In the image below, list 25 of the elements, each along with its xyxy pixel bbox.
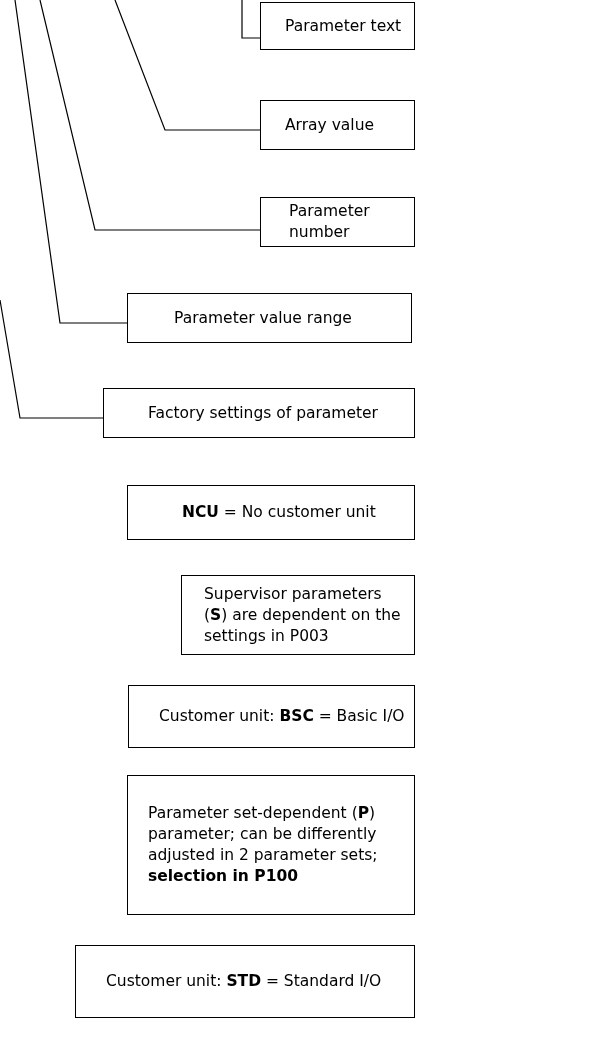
box-text: Parameter set-dependent (P) parameter; can be differently adjusted in 2 parameter sets; selection in P100 <box>148 803 379 887</box>
text-box <box>127 293 412 343</box>
box-text: Parameter text <box>285 15 402 37</box>
box-text: Parameter number <box>289 201 371 243</box>
box-text: Supervisor parameters (S) are dependent on the settings in P003 <box>204 583 402 647</box>
leader-line <box>241 0 261 39</box>
leader-line <box>0 299 104 419</box>
box-text: NCU = No customer unit <box>182 502 376 523</box>
box-text: Customer unit: BSC = Basic I/O <box>159 706 405 727</box>
leader-line <box>14 0 128 324</box>
text-box <box>75 945 415 1018</box>
box-text: Factory settings of parameter <box>148 402 378 424</box>
text-box <box>260 2 415 50</box>
text-box <box>260 100 415 150</box>
box-text: Customer unit: STD = Standard I/O <box>106 971 382 992</box>
text-box <box>127 485 415 540</box>
leader-line <box>39 0 261 231</box>
text-box <box>103 388 415 438</box>
box-text: Parameter value range <box>174 307 352 329</box>
box-text: Array value <box>285 114 374 136</box>
text-box <box>128 685 415 748</box>
text-box <box>127 775 415 915</box>
text-box <box>181 575 415 655</box>
text-box <box>260 197 415 247</box>
leader-line <box>114 0 261 131</box>
